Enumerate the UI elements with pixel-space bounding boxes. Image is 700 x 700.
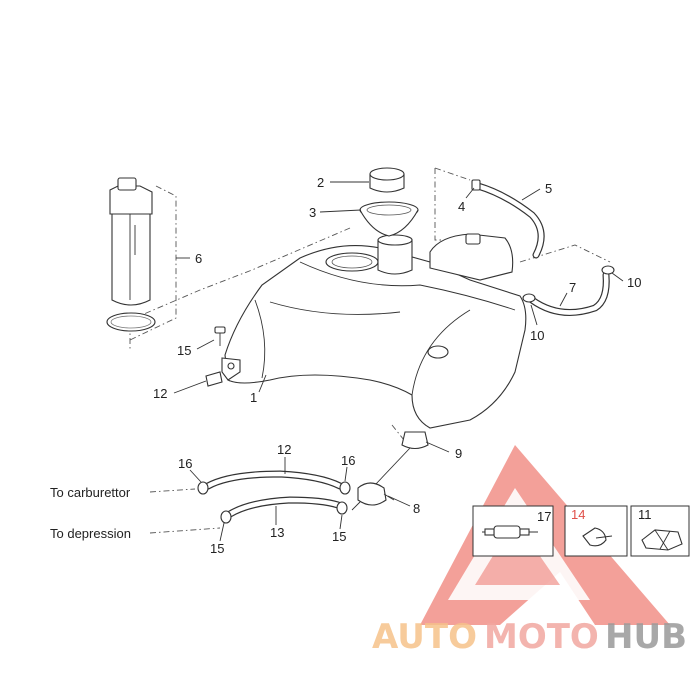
callout-15-right: 15 — [332, 529, 346, 544]
callout-16-right: 16 — [341, 453, 355, 468]
fuel-tank — [221, 233, 527, 429]
callout-1: 1 — [250, 390, 257, 405]
callout-15-upper: 15 — [177, 343, 191, 358]
clip-nut — [205, 371, 223, 387]
hose-clips — [197, 481, 351, 524]
callout-4: 4 — [458, 199, 465, 214]
vacuum-valve — [351, 482, 395, 511]
callout-8: 8 — [413, 501, 420, 516]
callout-6: 6 — [195, 251, 202, 266]
inset-box-17 — [472, 505, 554, 557]
inset-box-11 — [630, 505, 690, 557]
callout-15-left: 15 — [210, 541, 224, 556]
callout-10-lower: 10 — [530, 328, 544, 343]
callout-10-upper: 10 — [627, 275, 641, 290]
callout-16-left: 16 — [178, 456, 192, 471]
callout-12-lower: 12 — [277, 442, 291, 457]
callout-7: 7 — [569, 280, 576, 295]
callout-2: 2 — [317, 175, 324, 190]
filler-cap — [369, 167, 405, 193]
callout-5: 5 — [545, 181, 552, 196]
caption-to-depression: To depression — [50, 526, 131, 541]
callout-13: 13 — [270, 525, 284, 540]
watermark-auto: AUTO — [372, 617, 477, 657]
captions: To carburettor To depression — [50, 485, 131, 541]
callout-3: 3 — [309, 205, 316, 220]
watermark-text: AUTO MOTO HUB — [372, 617, 687, 657]
filler-funnel — [359, 201, 419, 237]
watermark-hub: HUB — [605, 617, 687, 657]
callout-14: 14 — [571, 507, 585, 522]
vent-hose — [522, 265, 615, 316]
callout-11: 11 — [638, 507, 652, 522]
breather-hose — [471, 179, 545, 259]
callout-17: 17 — [537, 509, 551, 524]
watermark-moto: MOTO — [484, 617, 599, 657]
inset-box-14 — [564, 505, 628, 557]
callout-12-upper: 12 — [153, 386, 167, 401]
fuel-hose-carburettor — [204, 470, 344, 490]
callout-numbers: 1 2 3 4 5 6 7 8 9 10 10 11 12 12 13 14 1… — [153, 175, 652, 556]
leader-lines — [173, 181, 624, 542]
caption-to-carburettor: To carburettor — [50, 485, 131, 500]
fuel-hose-depression — [226, 496, 342, 518]
callout-9: 9 — [455, 446, 462, 461]
fuel-tap — [374, 431, 429, 486]
mounting-bolt — [214, 326, 226, 346]
fuel-level-sender — [106, 177, 156, 332]
